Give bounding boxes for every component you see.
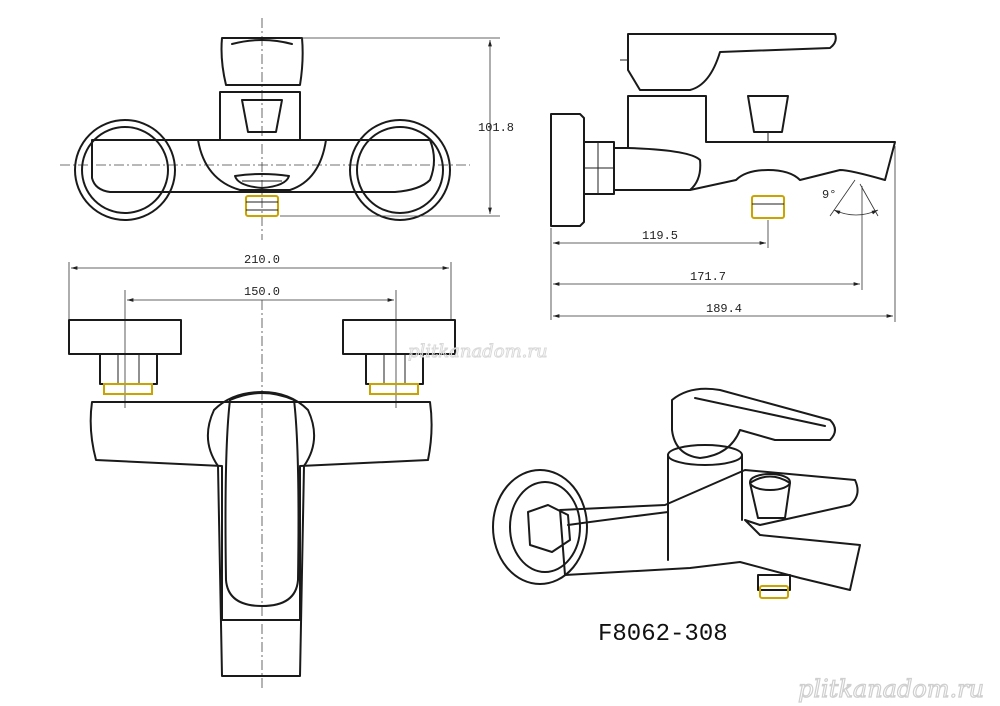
front-view: 101.8 bbox=[60, 18, 514, 240]
angle-label: 9° bbox=[822, 188, 836, 202]
dim-210-label: 210.0 bbox=[244, 253, 280, 267]
side-view: 9° 119.5 171.7 189.4 bbox=[550, 33, 896, 322]
watermark-center: plitkanadom.ru bbox=[408, 341, 548, 362]
height-dimension-label: 101.8 bbox=[478, 121, 514, 135]
dim-119-label: 119.5 bbox=[642, 229, 678, 243]
dim-189-label: 189.4 bbox=[706, 302, 742, 316]
model-number: F8062-308 bbox=[598, 621, 728, 648]
top-view: 210.0 150.0 bbox=[68, 253, 456, 690]
isometric-view bbox=[492, 387, 861, 599]
dim-171-label: 171.7 bbox=[690, 270, 726, 284]
dim-150-label: 150.0 bbox=[244, 285, 280, 299]
watermark-bottom-right: plitkanadom.ru bbox=[798, 675, 984, 703]
